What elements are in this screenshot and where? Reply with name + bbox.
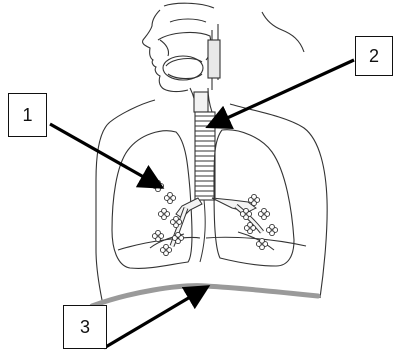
- alveolus: [244, 208, 249, 213]
- alveolus: [260, 238, 265, 243]
- alveolus: [262, 208, 267, 213]
- oral-cavity: [158, 19, 220, 90]
- label-2: 2: [355, 36, 393, 76]
- label-1: 1: [8, 93, 47, 137]
- alveolus: [168, 192, 173, 197]
- arrow-1: [50, 124, 156, 184]
- alveolus: [270, 224, 275, 229]
- alveolus: [248, 222, 253, 227]
- alveolus: [176, 232, 181, 237]
- label-3: 3: [63, 305, 107, 349]
- diaphragm: [92, 286, 318, 306]
- alveolus: [156, 230, 161, 235]
- alveolus: [252, 194, 257, 199]
- larynx: [190, 88, 212, 112]
- alveolus: [174, 216, 179, 221]
- arrow-2: [214, 60, 354, 124]
- alveolus: [164, 244, 169, 249]
- alveolus: [162, 208, 167, 213]
- trachea: [195, 112, 215, 200]
